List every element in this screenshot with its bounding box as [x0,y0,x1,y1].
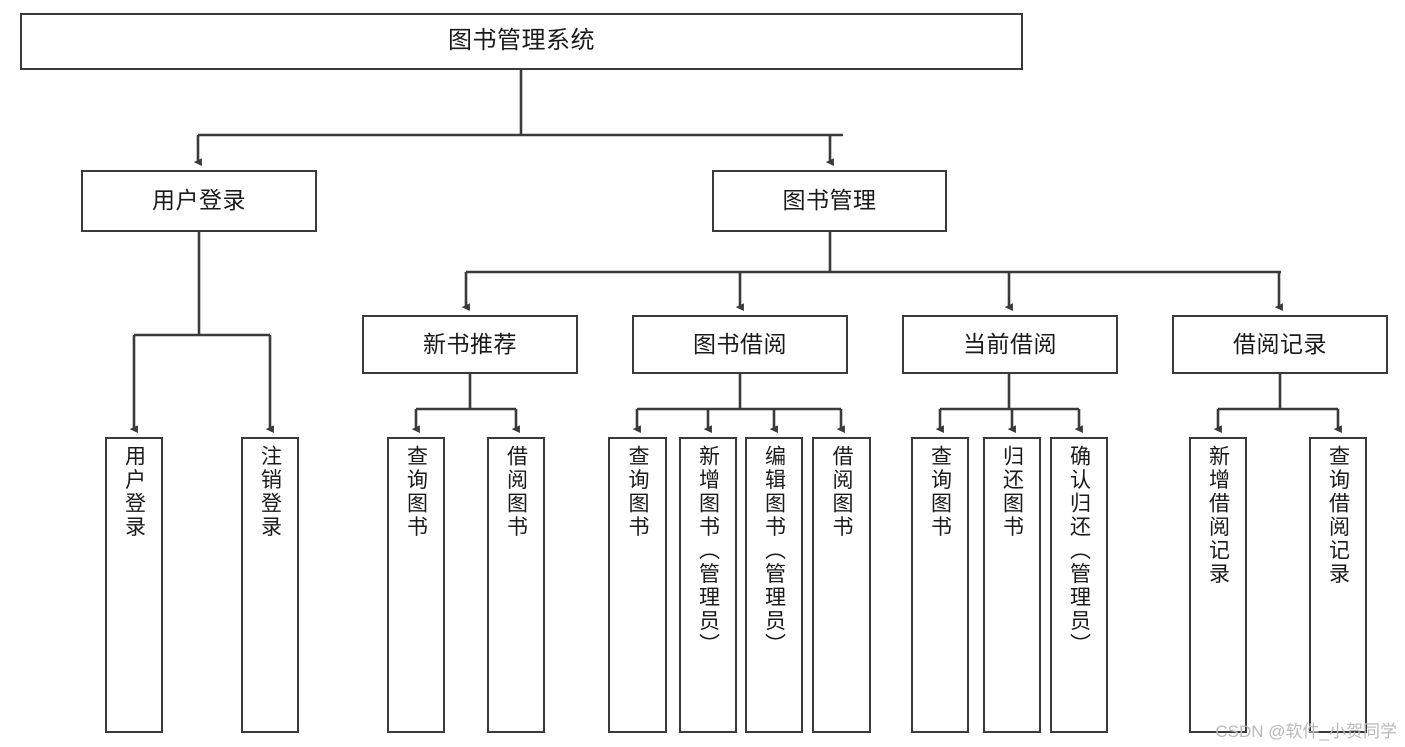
node-leaf[interactable]: 注销登录 [241,437,299,733]
node-leaf[interactable]: 新增图书（管理员） [679,437,737,733]
node-leaf[interactable]: 借阅图书 [812,437,871,733]
node-root-label: 图书管理系统 [448,27,595,55]
node-leaf[interactable]: 用户登录 [105,437,163,733]
node-level3-new-book-recommend[interactable]: 新书推荐 [362,315,578,374]
node-label: 查询图书 [626,445,649,539]
node-label: 图书借阅 [693,330,787,357]
node-label: 注销登录 [258,445,282,539]
node-label: 查询图书 [928,445,952,539]
watermark: CSDN @软件_小贺同学 [1215,722,1397,741]
node-label: 查询借阅记录 [1326,445,1350,586]
node-label: 借阅图书 [830,445,853,539]
node-label: 借阅图书 [504,445,528,539]
node-leaf[interactable]: 查询图书 [608,437,667,733]
node-label: 归还图书 [1000,445,1024,539]
node-label: 用户登录 [122,445,146,539]
node-leaf[interactable]: 查询图书 [911,437,969,733]
node-label: 查询图书 [404,445,428,539]
node-leaf[interactable]: 归还图书 [983,437,1041,733]
node-leaf[interactable]: 确认归还（管理员） [1050,437,1108,733]
node-root[interactable]: 图书管理系统 [20,13,1023,70]
node-leaf[interactable]: 查询图书 [387,437,445,733]
node-level3-book-borrow[interactable]: 图书借阅 [632,315,848,374]
node-label: 新增图书（管理员） [696,445,720,657]
node-level2-user-login[interactable]: 用户登录 [81,170,317,232]
node-leaf[interactable]: 新增借阅记录 [1189,437,1247,733]
node-label: 用户登录 [152,187,246,214]
node-label: 编辑图书（管理员） [762,445,786,657]
node-level2-book-management[interactable]: 图书管理 [712,170,947,232]
node-leaf[interactable]: 借阅图书 [487,437,545,733]
node-level3-borrow-record[interactable]: 借阅记录 [1172,315,1388,374]
node-label: 确认归还（管理员） [1067,445,1091,657]
node-label: 新增借阅记录 [1206,445,1230,586]
node-label: 借阅记录 [1233,330,1327,357]
node-label: 当前借阅 [963,330,1057,357]
node-label: 图书管理 [782,187,877,214]
node-leaf[interactable]: 编辑图书（管理员） [745,437,803,733]
node-level3-current-borrow[interactable]: 当前借阅 [902,315,1118,374]
node-label: 新书推荐 [423,330,517,357]
node-leaf[interactable]: 查询借阅记录 [1309,437,1367,733]
